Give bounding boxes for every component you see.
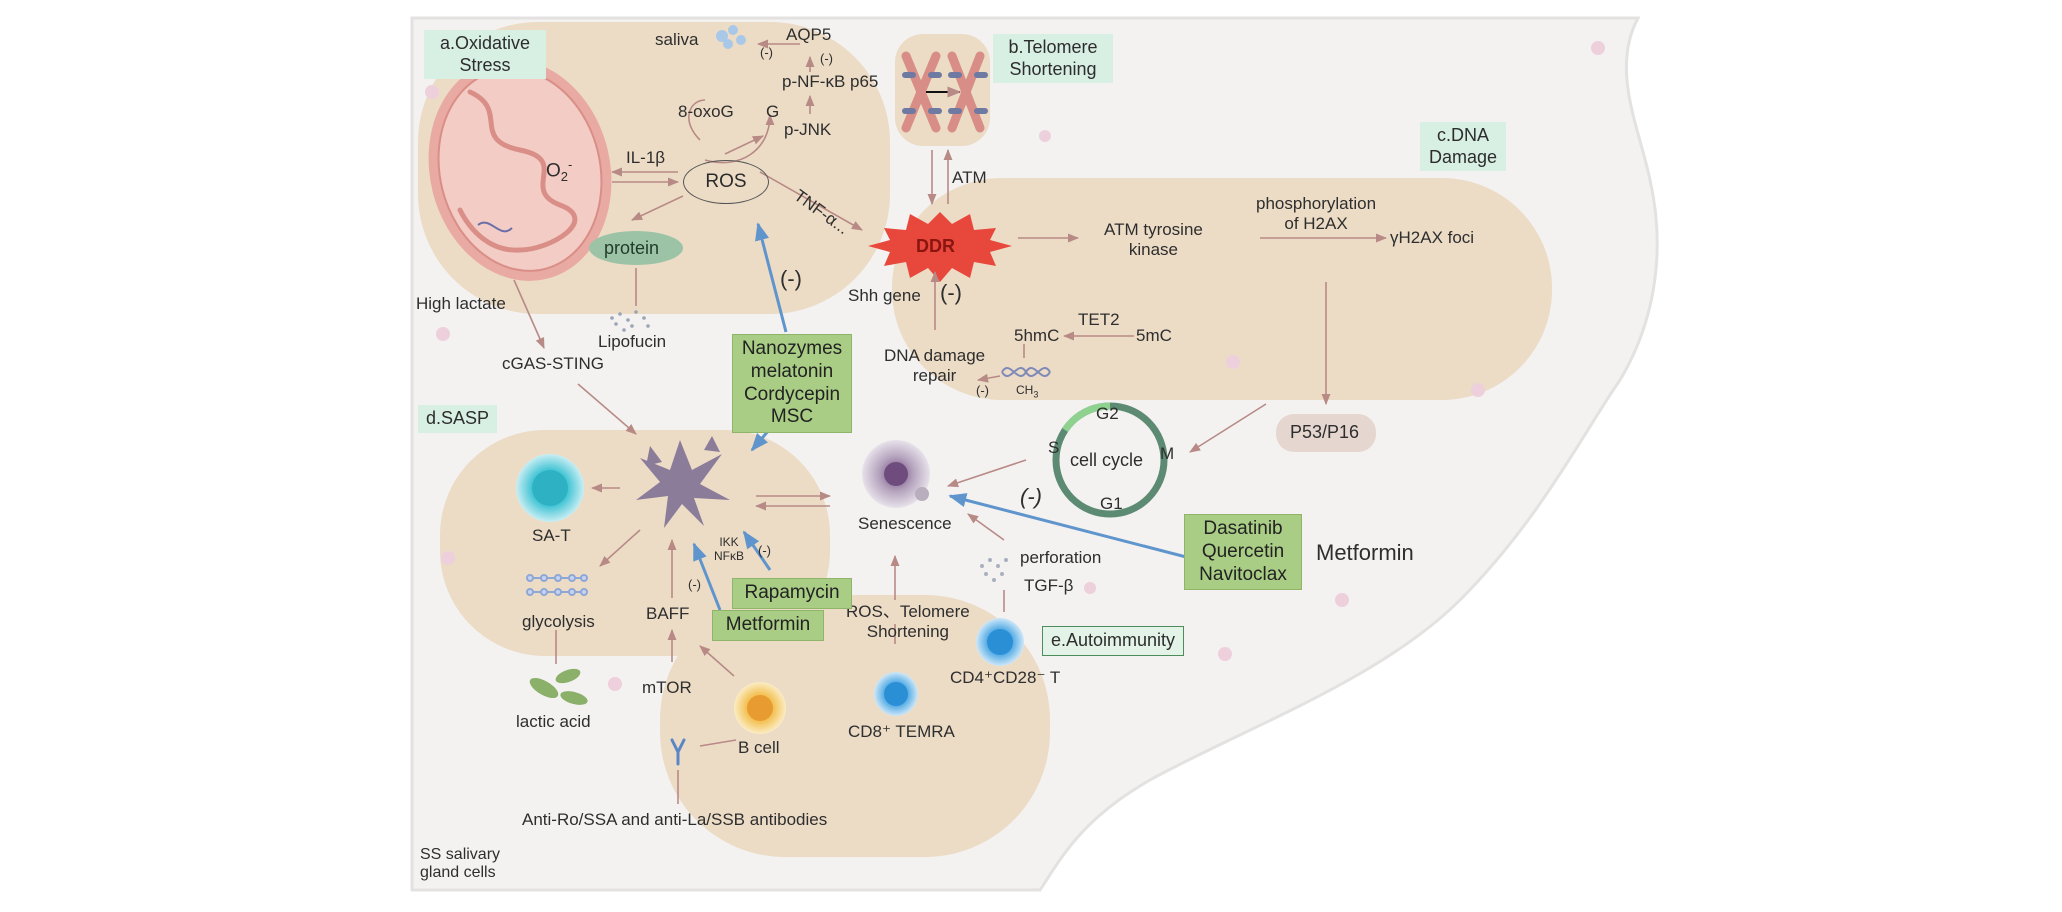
- label-p53-p16: P53/P16: [1290, 422, 1360, 442]
- label-ss-cells: SS salivary gland cells: [420, 846, 501, 882]
- section-telomere: b.Telomere Shortening: [993, 34, 1113, 84]
- protein-shape: [589, 231, 683, 265]
- ddr-burst: [868, 212, 1012, 282]
- label-shh-inhibit: (-): [940, 280, 962, 305]
- telomere-ddr-arrows: [927, 148, 953, 206]
- region-autoimmunity: [660, 595, 1050, 857]
- region-telomere: [895, 34, 990, 146]
- label-baff: BAFF: [646, 604, 690, 623]
- label-p-nfkb: p-NF-κB p65: [782, 72, 879, 91]
- label-sa-t: SA-T: [532, 526, 571, 545]
- sat-cell-icon: [516, 454, 584, 522]
- background-dots: [425, 41, 1605, 691]
- label-o2: O2-: [546, 157, 573, 185]
- label-cd8-temra: CD8⁺ TEMRA: [848, 722, 955, 741]
- label-g2: G2: [1096, 404, 1119, 423]
- label-cd4-t: CD4⁺CD28⁻ T: [950, 668, 1061, 687]
- label-phosphorylation: phosphorylation of H2AX: [1256, 194, 1377, 233]
- ros-node: ROS: [683, 160, 769, 204]
- label-saliva: saliva: [655, 30, 699, 49]
- label-baff-inhibit: (-): [688, 577, 701, 592]
- p53-pill: [1276, 414, 1376, 452]
- cd4-t-cell-icon: [976, 618, 1024, 666]
- dna-damage-arrows: [930, 233, 1388, 488]
- label-5hmc: 5hmC: [1014, 326, 1060, 345]
- label-o2-sup: -: [568, 157, 573, 172]
- mitochondria-icon: [428, 59, 612, 281]
- lipofucin-icon: [610, 310, 650, 332]
- region-dna-damage: [892, 178, 1552, 400]
- label-metformin-plain: Metformin: [1316, 540, 1414, 565]
- label-ch3-sub: 3: [1033, 389, 1039, 400]
- oxidative-stress-arrows: [513, 39, 863, 435]
- label-dna-damage-repair: DNA damage repair: [884, 346, 986, 385]
- label-senescence: Senescence: [858, 514, 952, 533]
- label-shh-gene: Shh gene: [848, 286, 921, 305]
- perforation-icon: [980, 558, 1008, 582]
- sasp-cell-icon: [636, 436, 730, 528]
- label-o2-base: O: [546, 160, 561, 182]
- label-ikk-nfkb: IKK NFκB: [714, 535, 744, 563]
- label-ch3-base: CH: [1016, 383, 1034, 397]
- label-protein: protein: [604, 238, 660, 258]
- section-autoimmunity: e.Autoimmunity: [1042, 626, 1185, 656]
- cd8-temra-cell-icon: [874, 672, 918, 716]
- label-atm: ATM: [952, 168, 987, 187]
- chromosome-icon: [901, 51, 988, 133]
- label-m: M: [1160, 444, 1175, 463]
- antibody-icon: [670, 738, 686, 766]
- b-cell-icon: [734, 682, 786, 734]
- label-cell-cycle: cell cycle: [1070, 450, 1144, 470]
- label-ros-telomere: ROS、Telomere Shortening: [846, 602, 970, 641]
- drug-rapamycin: Rapamycin: [732, 578, 852, 609]
- label-aqp5-inhibit: (-): [760, 45, 773, 60]
- label-blue-inhibit: (-): [780, 266, 802, 291]
- label-nfkb-inhibit: (-): [820, 51, 833, 66]
- label-lipofucin: Lipofucin: [598, 332, 667, 351]
- label-glycolysis: glycolysis: [522, 612, 595, 631]
- label-lactic-acid: lactic acid: [516, 712, 591, 731]
- label-high-lactate: High lactate: [416, 294, 506, 313]
- cell-cycle-icon: [1052, 402, 1168, 518]
- label-repair-inhibit: (-): [976, 383, 989, 398]
- label-aqp5: AQP5: [786, 25, 832, 44]
- ddr-node: DDR: [916, 236, 955, 256]
- label-ikk-inhibit: (-): [758, 543, 771, 558]
- label-il1b: IL-1β: [626, 148, 666, 167]
- saliva-droplets-icon: [716, 25, 746, 49]
- dna-strand-icon: [1001, 367, 1051, 377]
- inhibition-arrows: [692, 222, 1191, 611]
- section-oxidative-stress: a.Oxidative Stress: [424, 30, 546, 80]
- label-o2-sub: 2: [560, 169, 569, 185]
- section-dna-damage: c.DNA Damage: [1420, 122, 1506, 172]
- label-p-jnk: p-JNK: [784, 120, 832, 139]
- label-perforation: perforation: [1020, 548, 1102, 567]
- label-h2ax-foci: γH2AX foci: [1390, 228, 1475, 247]
- label-g1: G1: [1100, 494, 1123, 513]
- sasp-arrows: [555, 483, 1005, 804]
- label-5mc: 5mC: [1136, 326, 1172, 345]
- label-g: G: [766, 102, 780, 121]
- drug-nanozymes: Nanozymes melatonin Cordycepin MSC: [732, 334, 852, 434]
- label-cgas-sting: cGAS-STING: [502, 354, 605, 373]
- lactic-acid-icon: [529, 668, 588, 705]
- drug-metformin: Metformin: [712, 610, 824, 641]
- glycolysis-icon: [526, 574, 588, 596]
- label-atm-kinase: ATM tyrosine kinase: [1104, 220, 1203, 259]
- label-cycle-inhibit: (-): [1020, 484, 1042, 509]
- label-antibodies: Anti-Ro/SSA and anti-La/SSB antibodies: [522, 810, 828, 829]
- drug-dasatinib: Dasatinib Quercetin Navitoclax: [1184, 514, 1302, 591]
- section-sasp: d.SASP: [418, 405, 498, 433]
- label-ch3: CH3: [1016, 383, 1039, 400]
- label-8-oxog: 8-oxoG: [678, 102, 734, 121]
- senescence-cell-icon: [862, 440, 930, 508]
- label-tet2: TET2: [1078, 310, 1120, 329]
- label-tgf-beta: TGF-β: [1024, 576, 1074, 595]
- label-s: S: [1048, 438, 1060, 457]
- label-mtor: mTOR: [642, 678, 692, 697]
- label-b-cell: B cell: [738, 738, 780, 757]
